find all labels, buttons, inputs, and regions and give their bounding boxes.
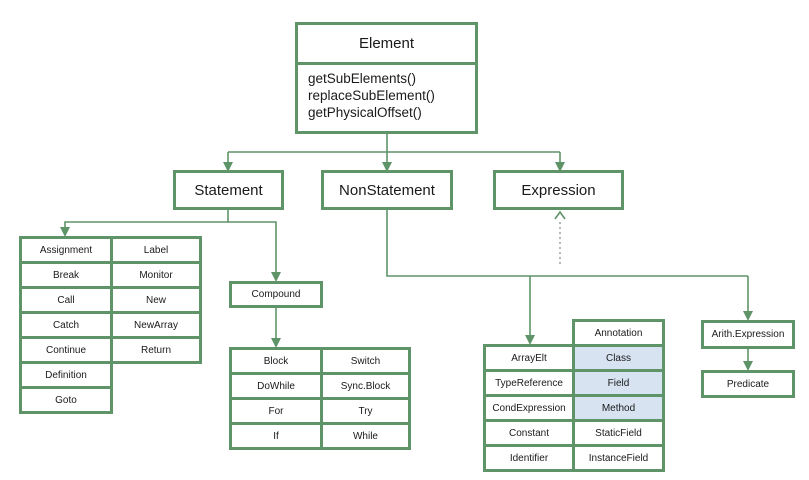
compound-child-block: Block [229, 347, 323, 375]
compound-box: Compound [229, 281, 323, 308]
compound-child-for: For [229, 397, 323, 425]
connector-statement-children [60, 210, 229, 237]
element-method-1: getSubElements() [308, 71, 417, 86]
expression-box: Expression [493, 170, 624, 210]
nonstatement-child-constant: Constant [483, 419, 575, 447]
nonstatement-box: NonStatement [321, 170, 453, 210]
statement-child-catch: Catch [19, 311, 113, 339]
nonstatement-child-condexpression: CondExpression [483, 394, 575, 422]
statement-child-label: Label [110, 236, 202, 264]
element-methods: getSubElements() replaceSubElement() get… [295, 62, 478, 134]
nonstatement-child-annotation: Annotation [572, 319, 665, 347]
compound-child-try: Try [320, 397, 411, 425]
compound-child-dowhile: DoWhile [229, 372, 323, 400]
statement-child-goto: Goto [19, 386, 113, 414]
statement-child-continue: Continue [19, 336, 113, 364]
element-method-2: replaceSubElement() [308, 88, 435, 103]
nonstatement-child-identifier: Identifier [483, 444, 575, 472]
arith-expression-box: Arith.Expression [701, 320, 795, 349]
statement-child-break: Break [19, 261, 113, 289]
nonstatement-child-class: Class [572, 344, 665, 372]
statement-child-call: Call [19, 286, 113, 314]
statement-child-monitor: Monitor [110, 261, 202, 289]
nonstatement-child-field: Field [572, 369, 665, 397]
statement-child-assignment: Assignment [19, 236, 113, 264]
connector-nonstatement-bar [386, 210, 748, 277]
statement-box: Statement [173, 170, 284, 210]
compound-child-while: While [320, 422, 411, 450]
statement-child-newarray: NewArray [110, 311, 202, 339]
element-class-title: Element [295, 22, 478, 65]
compound-child-if: If [229, 422, 323, 450]
statement-child-return: Return [110, 336, 202, 364]
compound-child-switch: Switch [320, 347, 411, 375]
element-method-3: getPhysicalOffset() [308, 105, 422, 120]
nonstatement-child-arrayelt: ArrayElt [483, 344, 575, 372]
nonstatement-child-method: Method [572, 394, 665, 422]
expression-open-arrowhead [554, 210, 566, 220]
compound-child-syncblock: Sync.Block [320, 372, 411, 400]
nonstatement-child-instancefield: InstanceField [572, 444, 665, 472]
statement-child-definition: Definition [19, 361, 113, 389]
predicate-box: Predicate [701, 370, 795, 398]
nonstatement-child-staticfield: StaticField [572, 419, 665, 447]
connector-statement-compound [228, 221, 281, 282]
statement-child-new: New [110, 286, 202, 314]
nonstatement-child-typereference: TypeReference [483, 369, 575, 397]
